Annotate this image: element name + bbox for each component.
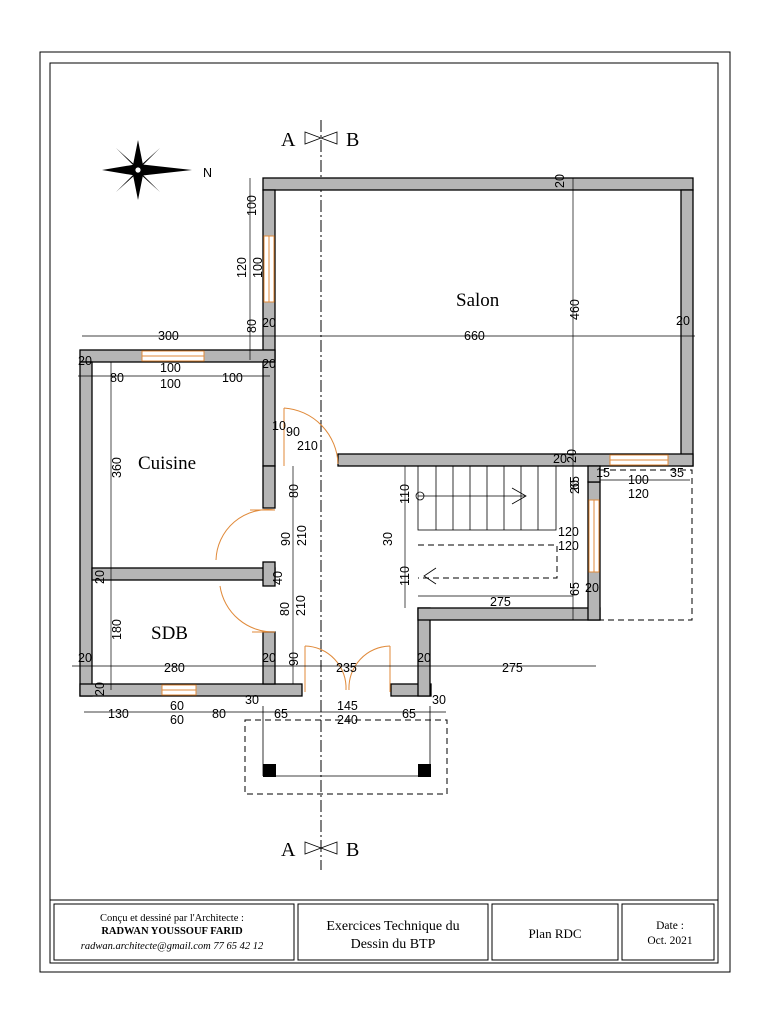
dimension-lines bbox=[72, 178, 695, 713]
north-label: N bbox=[203, 166, 212, 180]
room-label-cuisine: Cuisine bbox=[138, 453, 196, 474]
dim-value: 80 bbox=[278, 602, 292, 616]
dim-value: 20 bbox=[93, 682, 107, 696]
dim-value: 210 bbox=[294, 595, 308, 616]
dim-value: 20 bbox=[262, 316, 276, 330]
dim-value: 80 bbox=[212, 707, 226, 721]
author-line-3: radwan.architecte@gmail.com 77 65 42 12 bbox=[81, 941, 264, 952]
dim-value: 80 bbox=[245, 319, 259, 333]
dim-value: 90 bbox=[287, 652, 301, 666]
section-marker-bottom: A B bbox=[281, 839, 359, 861]
dim-value: 20 bbox=[568, 480, 582, 494]
dim-value: 35 bbox=[670, 466, 684, 480]
dim-value: 275 bbox=[502, 661, 523, 675]
dim-value: 100 bbox=[160, 361, 181, 375]
room-label-salon: Salon bbox=[456, 290, 500, 311]
dim-value: 20 bbox=[565, 449, 579, 463]
dim-value: 20 bbox=[262, 651, 276, 665]
dim-value: 100 bbox=[222, 371, 243, 385]
dim-value: 100 bbox=[628, 473, 649, 487]
title-block: Conçu et dessiné par l'Architecte : RADW… bbox=[49, 899, 719, 964]
dim-value: 65 bbox=[402, 707, 416, 721]
dim-value: 660 bbox=[464, 329, 485, 343]
dim-value: 20 bbox=[78, 651, 92, 665]
drawing-title-line-1: Exercices Technique du bbox=[326, 919, 459, 934]
stair-landing-outline bbox=[600, 469, 693, 621]
dim-value: 80 bbox=[287, 484, 301, 498]
section-marker-top-b: B bbox=[346, 129, 359, 151]
author-line-2: RADWAN YOUSSOUF FARID bbox=[101, 926, 243, 937]
dim-value: 145 bbox=[337, 699, 358, 713]
dim-value: 110 bbox=[398, 484, 412, 504]
dim-value: 30 bbox=[432, 693, 446, 707]
dim-value: 360 bbox=[110, 457, 124, 478]
stair-lower-outline bbox=[418, 544, 558, 579]
dim-value: 235 bbox=[336, 661, 357, 675]
drawing-title-line-2: Dessin du BTP bbox=[351, 937, 436, 952]
dim-value: 90 bbox=[286, 425, 300, 439]
dim-value: 300 bbox=[158, 329, 179, 343]
dim-value: 65 bbox=[568, 582, 582, 596]
section-marker-bottom-b: B bbox=[346, 839, 359, 861]
terrace-post bbox=[263, 764, 276, 777]
dim-value: 20 bbox=[93, 570, 107, 584]
dim-value: 100 bbox=[245, 195, 259, 216]
dim-value: 60 bbox=[170, 713, 184, 727]
dim-value: 90 bbox=[279, 532, 293, 546]
dim-value: 20 bbox=[585, 581, 599, 595]
dim-value: 120 bbox=[628, 487, 649, 501]
dim-value: 80 bbox=[110, 371, 124, 385]
section-marker-top: A B bbox=[281, 129, 359, 151]
dim-value: 180 bbox=[110, 619, 124, 640]
dim-value: 460 bbox=[568, 299, 582, 320]
dim-value: 30 bbox=[245, 693, 259, 707]
dim-value: 210 bbox=[295, 525, 309, 546]
doors bbox=[215, 407, 391, 692]
dim-value: 120 bbox=[558, 539, 579, 553]
dim-value: 130 bbox=[108, 707, 129, 721]
dim-value: 275 bbox=[490, 595, 511, 609]
dim-value: 15 bbox=[596, 466, 610, 480]
dim-value: 30 bbox=[381, 532, 395, 546]
dim-value: 110 bbox=[398, 566, 412, 586]
dim-value: 120 bbox=[558, 525, 579, 539]
author-line-1: Conçu et dessiné par l'Architecte : bbox=[100, 913, 244, 924]
dim-value: 60 bbox=[170, 699, 184, 713]
date-value: Oct. 2021 bbox=[647, 935, 693, 947]
dim-value: 120 bbox=[235, 257, 249, 278]
dimension-values: 100 120 100 80 20 20 300 660 20 20 100 8… bbox=[78, 174, 690, 727]
dim-value: 20 bbox=[262, 357, 276, 371]
dim-value: 20 bbox=[676, 314, 690, 328]
dim-value: 100 bbox=[160, 377, 181, 391]
compass-rose-icon bbox=[102, 140, 192, 200]
dim-value: 20 bbox=[553, 174, 567, 188]
plan-name: Plan RDC bbox=[528, 926, 581, 941]
dim-value: 210 bbox=[297, 439, 318, 453]
sheet-outer-border bbox=[39, 51, 731, 973]
terrace-post bbox=[418, 764, 431, 777]
sheet-inner-border bbox=[49, 62, 719, 964]
dim-value: 240 bbox=[337, 713, 358, 727]
dim-value: 65 bbox=[274, 707, 288, 721]
date-label: Date : bbox=[656, 920, 684, 932]
dim-value: 20 bbox=[553, 452, 567, 466]
room-label-sdb: SDB bbox=[151, 623, 188, 644]
walls bbox=[79, 177, 694, 697]
staircase bbox=[415, 465, 557, 585]
windows bbox=[141, 235, 669, 696]
dim-value: 40 bbox=[271, 571, 285, 585]
dim-value: 65 bbox=[568, 476, 582, 490]
section-marker-top-a: A bbox=[281, 129, 296, 151]
dim-value: 280 bbox=[164, 661, 185, 675]
terrace-outline bbox=[244, 719, 448, 795]
dim-value: 100 bbox=[251, 257, 265, 278]
dim-value: 10 bbox=[272, 419, 286, 433]
dim-value: 20 bbox=[417, 651, 431, 665]
dim-value: 20 bbox=[78, 354, 92, 368]
section-marker-bottom-a: A bbox=[281, 839, 296, 861]
